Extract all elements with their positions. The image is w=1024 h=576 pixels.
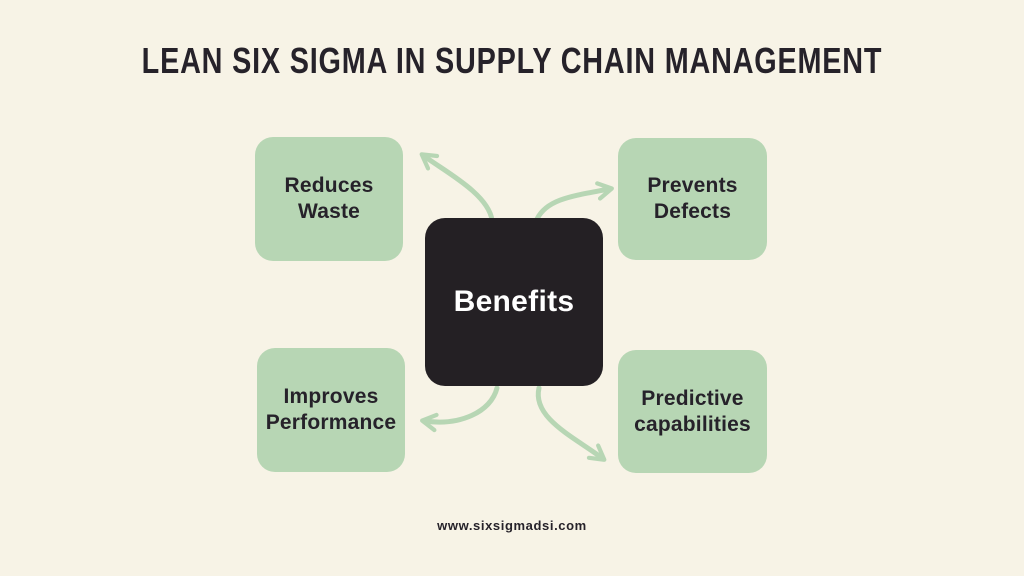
benefit-box-improves-performance: Improves Performance bbox=[257, 348, 405, 472]
curved-arrow-to-predictive-capabilities-icon bbox=[535, 385, 607, 462]
benefit-box-predictive-capabilities: Predictive capabilities bbox=[618, 350, 767, 473]
page-title: LEAN SIX SIGMA IN SUPPLY CHAIN MANAGEMEN… bbox=[141, 40, 883, 81]
center-benefits-label: Benefits bbox=[453, 285, 575, 318]
benefit-label-reduces-waste: Reduces Waste bbox=[284, 174, 374, 223]
benefit-box-prevents-defects: Prevents Defects bbox=[618, 138, 767, 260]
center-benefits-box: Benefits bbox=[425, 218, 603, 386]
benefit-label-prevents-defects: Prevents Defects bbox=[647, 174, 738, 223]
benefit-label-predictive-capabilities: Predictive capabilities bbox=[634, 386, 751, 436]
website-url: www.sixsigmadsi.com bbox=[437, 518, 587, 533]
curved-arrow-to-improves-performance-icon bbox=[420, 385, 500, 433]
benefit-box-reduces-waste: Reduces Waste bbox=[255, 137, 403, 261]
curved-arrow-to-prevents-defects-icon bbox=[534, 181, 614, 222]
curved-arrow-to-reduces-waste-icon bbox=[419, 152, 495, 223]
benefit-label-improves-performance: Improves Performance bbox=[265, 385, 397, 434]
